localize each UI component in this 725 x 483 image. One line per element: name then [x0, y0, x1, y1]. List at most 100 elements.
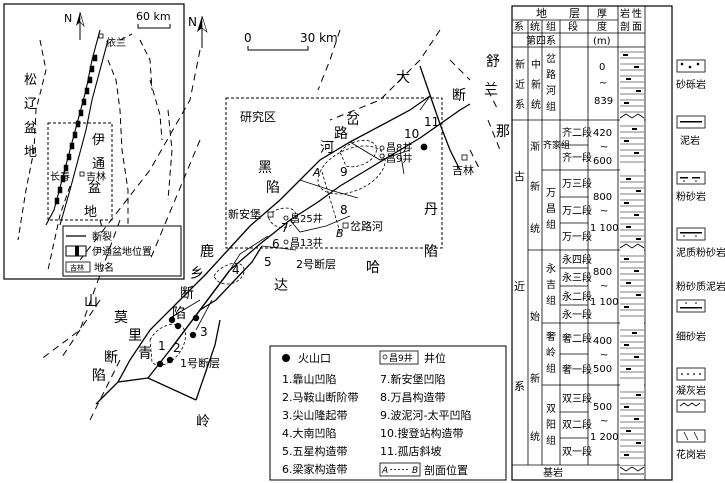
svg-text:组: 组 — [546, 362, 556, 375]
svg-text:中: 中 — [531, 58, 541, 71]
main-north-arrow: N — [188, 15, 208, 48]
svg-text:辽: 辽 — [24, 97, 37, 112]
svg-text:新: 新 — [530, 372, 540, 385]
legend-well-symbol — [379, 350, 419, 365]
legend-place-label: 地名 — [94, 261, 114, 274]
lith-legend-fine-sandstone: 细砂岩 — [676, 330, 706, 343]
da-label: 大 — [396, 70, 410, 86]
svg-text:路: 路 — [546, 68, 556, 81]
volcano — [192, 314, 200, 322]
inset-frame — [3, 3, 185, 280]
zone-7: 7 — [281, 221, 289, 235]
main-legend: 火山口 昌9井 井位 1.靠山凹陷 2.马鞍山断阶带 3.尖山隆起带 4.大南凹… — [269, 345, 507, 481]
neogene-rows: 新 近 系 中 新 统 岔 路 河 组 0 ~ 839 — [515, 53, 613, 113]
svg-text:新: 新 — [530, 180, 540, 193]
svg-text:盆: 盆 — [24, 121, 37, 136]
inset-north-arrow: N — [64, 11, 85, 40]
svg-text:松: 松 — [24, 73, 37, 88]
legend-zone-item: 11.孤店斜坡 — [380, 444, 442, 458]
svg-text:通: 通 — [92, 157, 105, 172]
wells: 昌8井 昌9井 昌25井 昌13井 — [283, 141, 412, 249]
svg-text:齐家组: 齐家组 — [543, 139, 570, 151]
inset-scale-bar: 60 km — [136, 10, 171, 29]
dan-label: 丹 — [424, 202, 438, 218]
strat-header-top: 地 层 — [536, 7, 580, 20]
svg-text:始: 始 — [530, 310, 540, 323]
duan-label: 断 — [452, 88, 466, 104]
svg-text:新: 新 — [515, 58, 525, 71]
col-lith-3: 剖 — [620, 20, 630, 33]
pen-label: 岔 — [346, 112, 360, 128]
svg-text:万: 万 — [546, 188, 556, 199]
legend-zone-item: 6.梁家构造带 — [282, 462, 348, 476]
lith-legend-silty-mudstone: 粉砂质泥岩 — [676, 280, 725, 293]
svg-text:双: 双 — [546, 403, 556, 415]
mo-label: 莫 — [114, 310, 128, 326]
legend-volcano-symbol — [282, 354, 290, 362]
lith-legend-mudstone: 泥岩 — [680, 134, 700, 147]
fault-2-label: 2号断层 — [296, 257, 336, 271]
zone-8: 8 — [340, 203, 348, 217]
lithology-legend: 砂砾岩 泥岩 粉砂岩 泥质粉砂岩 粉砂质泥岩 细砂岩 凝灰岩 花岗岩 — [676, 59, 725, 461]
legend-zone-item: 1.靠山凹陷 — [282, 372, 337, 386]
svg-text:古: 古 — [514, 170, 525, 183]
legend-place-sample: 吉林 — [70, 263, 84, 272]
shan-label: 山 — [84, 294, 98, 310]
svg-text:420: 420 — [593, 128, 612, 139]
inset-legend: 断裂 伊通盆地位置 吉林 地名 — [62, 225, 182, 277]
li-label: 里 — [128, 328, 142, 344]
paleogene-thickness: 420 ~ 600 800 ~ 1 100 800 ~ 1 100 400 ~ … — [590, 128, 619, 443]
svg-text:组: 组 — [546, 218, 556, 231]
paleogene-system: 古 近 系 — [514, 170, 525, 393]
svg-text:永三段: 永三段 — [562, 271, 592, 284]
strat-column: 地 层 系 统 组 段 厚 度 (m) 岩 性 剖 面 第四系 新 近 系 中 … — [511, 5, 673, 481]
svg-text:统: 统 — [530, 222, 540, 235]
svg-text:839: 839 — [594, 96, 613, 107]
paleogene-series: 渐 新 统 始 新 统 — [530, 140, 540, 443]
da2-label: 达 — [274, 278, 288, 294]
chalu-label: 岔路河 — [350, 220, 383, 233]
col-thickness-2: 度 — [597, 20, 607, 33]
section-b-label: B — [336, 227, 344, 240]
duan2-label: 断 — [104, 350, 118, 366]
svg-text:伊: 伊 — [92, 133, 105, 148]
svg-text:~: ~ — [600, 416, 608, 427]
zone-6: 6 — [272, 237, 280, 251]
legend-basin-label: 伊通盆地位置 — [92, 245, 152, 258]
legend-section-b: B — [412, 466, 418, 476]
zone-11: 11 — [424, 115, 439, 129]
ha-label: 哈 — [366, 260, 380, 276]
svg-text:系: 系 — [514, 380, 525, 393]
svg-text:1 100: 1 100 — [590, 297, 619, 308]
volcano — [420, 143, 428, 151]
svg-text:600: 600 — [593, 156, 612, 167]
legend-zone-item: 9.波泥河-太平凹陷 — [380, 408, 471, 422]
svg-text:渐: 渐 — [530, 140, 540, 153]
shulan-2: 兰 — [484, 82, 498, 98]
well-marker — [283, 239, 289, 245]
main-north-label: N — [188, 15, 197, 29]
svg-text:~: ~ — [600, 206, 608, 217]
study-area-label: 研究区 — [240, 109, 276, 124]
legend-zone-item: 3.尖山隆起带 — [282, 408, 348, 422]
svg-text:新: 新 — [531, 78, 541, 91]
scale-zero: 0 — [244, 31, 252, 45]
zone-4: 4 — [232, 263, 240, 277]
legend-zone-item: 7.新安堡凹陷 — [380, 372, 446, 386]
svg-text:地: 地 — [84, 205, 97, 220]
well-13-label: 昌13井 — [290, 236, 323, 249]
inset-map: N 60 km 依兰 — [3, 3, 185, 280]
inset-scale-label: 60 km — [136, 10, 171, 23]
svg-text:统: 统 — [531, 98, 541, 111]
svg-text:奢一段: 奢一段 — [562, 363, 592, 376]
volcano — [174, 322, 182, 330]
legend-zone-item: 4.大南凹陷 — [282, 426, 337, 440]
svg-text:~: ~ — [600, 281, 608, 292]
col-group: 组 — [546, 20, 556, 33]
yitong-label: 伊 通 盆 地 — [84, 133, 105, 220]
hei-label: 黑 — [258, 160, 272, 176]
quaternary-label: 第四系 — [526, 34, 556, 47]
col-lith-2: 性 — [632, 7, 642, 20]
strat-headers: 地 层 系 统 组 段 厚 度 (m) 岩 性 剖 面 第四系 — [514, 7, 642, 47]
svg-text:昌: 昌 — [546, 203, 556, 215]
